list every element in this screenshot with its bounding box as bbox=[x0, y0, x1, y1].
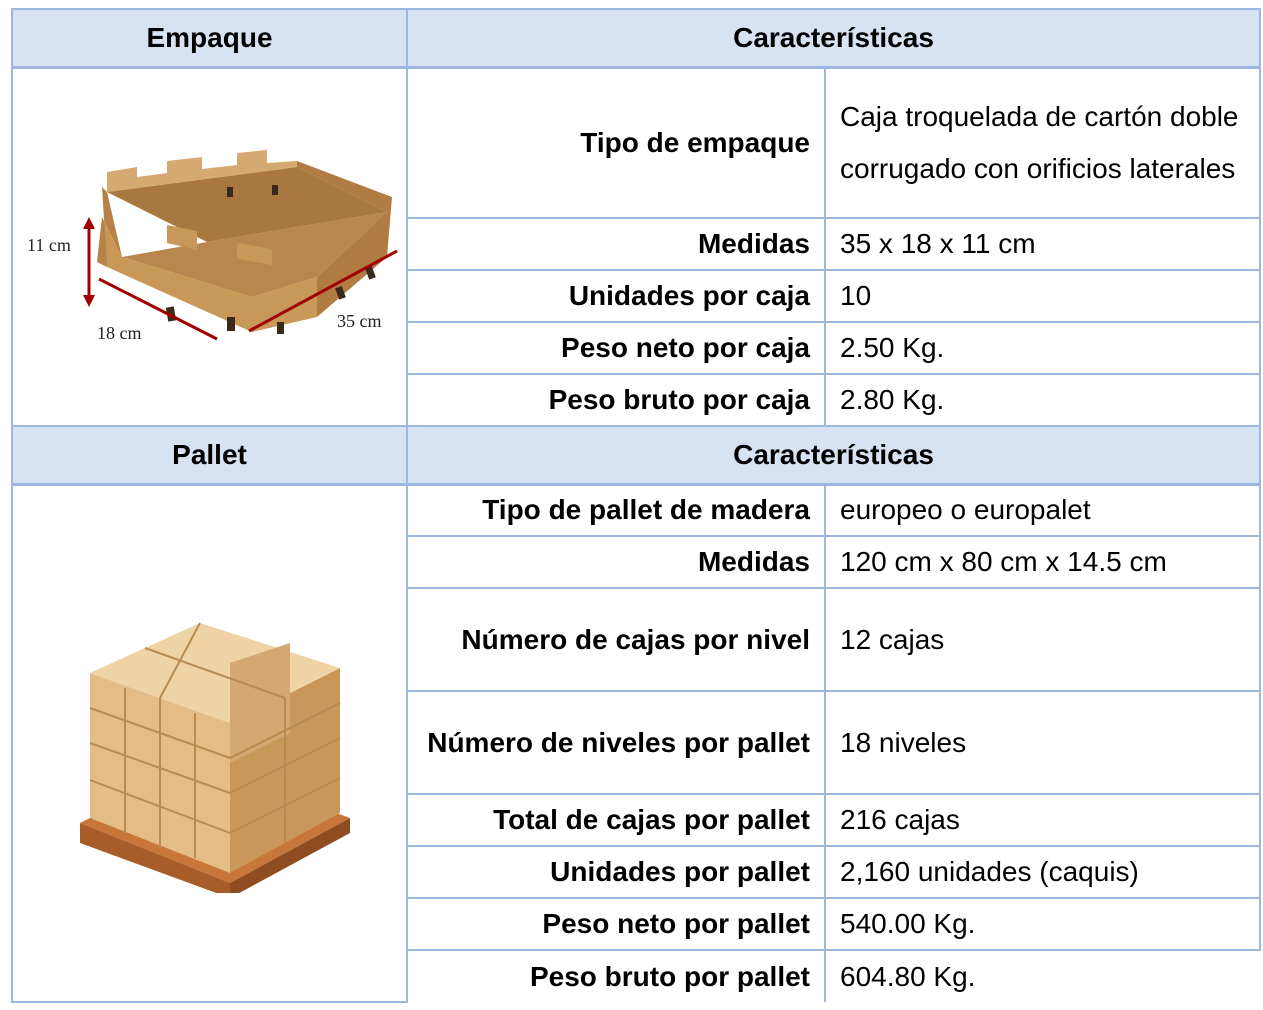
row-label: Número de niveles por pallet bbox=[406, 690, 826, 795]
pallet-header-row: Pallet Características bbox=[11, 424, 1261, 486]
dim-width-label: 18 cm bbox=[97, 323, 142, 343]
row-value: 12 cajas bbox=[824, 587, 1261, 692]
row-label: Tipo de empaque bbox=[406, 66, 826, 219]
row-value: 2,160 unidades (caquis) bbox=[824, 845, 1261, 899]
specs-table: Empaque Características bbox=[11, 8, 1261, 1003]
row-label: Unidades por caja bbox=[406, 268, 826, 323]
row-value: 18 niveles bbox=[824, 690, 1261, 795]
table-row: Unidades por caja 10 bbox=[12, 268, 1261, 323]
table-row: Peso bruto por pallet 604.80 Kg. bbox=[12, 949, 1260, 1002]
table-row: Medidas 120 cm x 80 cm x 14.5 cm bbox=[12, 535, 1261, 589]
table-row: Unidades por pallet 2,160 unidades (caqu… bbox=[12, 845, 1261, 899]
row-value: 10 bbox=[824, 268, 1261, 323]
table-row: Peso neto por caja 2.50 Kg. bbox=[12, 320, 1261, 375]
row-value: 604.80 Kg. bbox=[824, 949, 1260, 1002]
row-value: 2.80 Kg. bbox=[824, 372, 1261, 427]
pallet-image-cell bbox=[11, 483, 408, 1003]
row-label: Tipo de pallet de madera bbox=[406, 483, 826, 537]
row-label: Número de cajas por nivel bbox=[406, 587, 826, 692]
table-row: Peso bruto por caja 2.80 Kg. bbox=[12, 372, 1261, 427]
empaque-header-row: Empaque Características bbox=[11, 8, 1261, 69]
row-value: 216 cajas bbox=[824, 793, 1261, 847]
empaque-header: Empaque bbox=[11, 8, 408, 69]
empaque-characteristics-header: Características bbox=[406, 8, 1261, 69]
table-row: Tipo de pallet de madera europeo o europ… bbox=[11, 483, 1261, 1003]
pallet-characteristics-header: Características bbox=[406, 424, 1261, 486]
row-value: europeo o europalet bbox=[824, 483, 1261, 537]
table-row: Número de cajas por nivel 12 cajas bbox=[12, 587, 1261, 692]
table-row: Peso neto por pallet 540.00 Kg. bbox=[12, 897, 1261, 951]
row-label: Peso neto por pallet bbox=[406, 897, 826, 951]
row-label: Peso bruto por caja bbox=[406, 372, 826, 427]
row-label: Peso neto por caja bbox=[406, 320, 826, 375]
row-label: Medidas bbox=[406, 216, 826, 271]
pallet-header: Pallet bbox=[11, 424, 408, 486]
row-value: 540.00 Kg. bbox=[824, 897, 1261, 951]
pallet-boxes-icon bbox=[79, 622, 350, 894]
dim-height-label: 11 cm bbox=[27, 235, 71, 255]
row-label: Peso bruto por pallet bbox=[406, 949, 826, 1002]
row-label: Medidas bbox=[406, 535, 826, 589]
box-image-cell: 11 cm 18 cm 35 cm bbox=[11, 66, 408, 427]
table-row: 11 cm 18 cm 35 cm Tipo de empaque Caja t… bbox=[11, 66, 1261, 427]
table-row: Medidas 35 x 18 x 11 cm bbox=[12, 216, 1261, 271]
row-value: 2.50 Kg. bbox=[824, 320, 1261, 375]
table-row: Total de cajas por pallet 216 cajas bbox=[12, 793, 1261, 847]
caja-troquelada-icon: 11 cm 18 cm 35 cm bbox=[27, 149, 398, 343]
row-value: 35 x 18 x 11 cm bbox=[824, 216, 1261, 271]
row-value: Caja troquelada de cartón doble corrugad… bbox=[824, 66, 1261, 219]
row-label: Unidades por pallet bbox=[406, 845, 826, 899]
row-label: Total de cajas por pallet bbox=[406, 793, 826, 847]
row-value: 120 cm x 80 cm x 14.5 cm bbox=[824, 535, 1261, 589]
dim-length-label: 35 cm bbox=[337, 311, 382, 331]
table-row: Número de niveles por pallet 18 niveles bbox=[12, 690, 1261, 795]
